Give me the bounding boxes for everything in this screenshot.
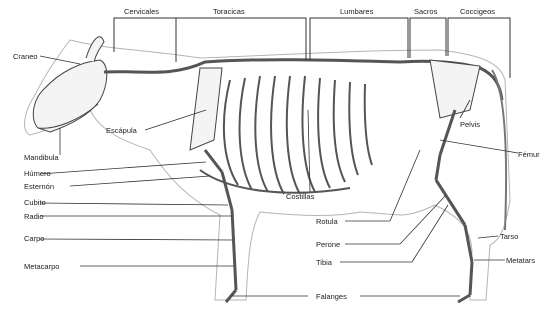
skull bbox=[33, 60, 107, 132]
label-falanges: Falanges bbox=[316, 292, 347, 301]
label-esternon: Esternón bbox=[24, 182, 54, 191]
bracket-cervicales bbox=[114, 18, 176, 62]
label-cervicales: Cervicales bbox=[124, 7, 159, 16]
leader-carpo bbox=[40, 239, 232, 240]
label-toracicas: Toracicas bbox=[213, 7, 245, 16]
scapula bbox=[190, 68, 222, 150]
label-rotula: Rotula bbox=[316, 217, 338, 226]
label-perone: Perone bbox=[316, 240, 340, 249]
leader-tibia-2 bbox=[412, 205, 448, 262]
bracket-lumbares bbox=[310, 18, 408, 60]
pelvis bbox=[430, 60, 480, 118]
label-costillas: Costillas bbox=[286, 192, 314, 201]
horn bbox=[86, 37, 104, 62]
hind-leg bbox=[436, 110, 472, 302]
label-craneo: Craneo bbox=[13, 52, 38, 61]
label-femur: Fémur bbox=[518, 150, 540, 159]
label-carpo: Carpo bbox=[24, 234, 44, 243]
label-mandibula: Mandibula bbox=[24, 153, 59, 162]
bracket-toracicas bbox=[176, 18, 306, 60]
label-sacros: Sacros bbox=[414, 7, 437, 16]
leader-craneo bbox=[40, 56, 80, 64]
leader-humero bbox=[40, 162, 206, 174]
label-humero: Húmero bbox=[24, 169, 51, 178]
label-coccigeos: Coccigeos bbox=[460, 7, 495, 16]
leader-tarso bbox=[478, 236, 498, 238]
label-lumbares: Lumbares bbox=[340, 7, 373, 16]
ribs bbox=[224, 76, 372, 194]
bracket-sacros bbox=[410, 18, 446, 58]
label-cubito: Cubito bbox=[24, 198, 46, 207]
label-metatarso: Metatars bbox=[506, 256, 535, 265]
label-metacarpo: Metacarpo bbox=[24, 262, 59, 271]
leader-rotula-2 bbox=[390, 150, 420, 221]
leader-esternon bbox=[70, 176, 210, 186]
label-tibia: Tibia bbox=[316, 258, 332, 267]
label-tarso: Tarso bbox=[500, 232, 518, 241]
label-pelvis: Pelvis bbox=[460, 120, 480, 129]
label-escapula: Escápula bbox=[106, 126, 137, 135]
label-radio: Radio bbox=[24, 212, 44, 221]
